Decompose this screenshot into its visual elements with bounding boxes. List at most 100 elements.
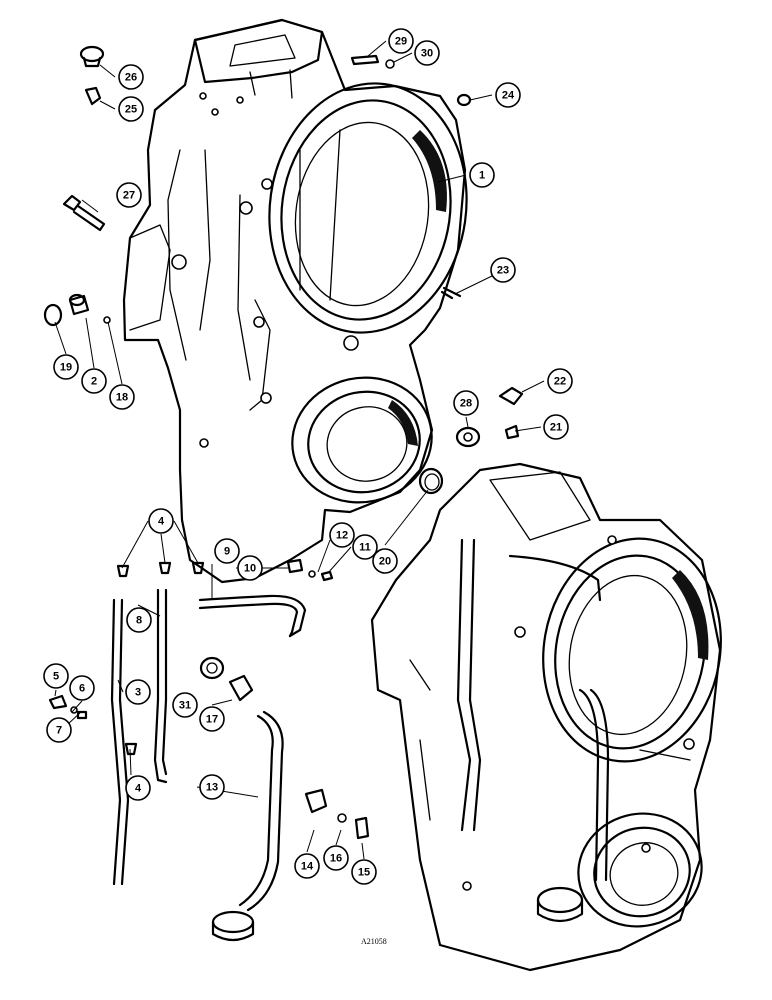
leader-line	[469, 94, 493, 101]
leader-line	[81, 199, 99, 213]
callout-27: 27	[116, 182, 142, 208]
leader-line	[361, 842, 365, 860]
leader-line	[514, 426, 542, 432]
svg-text:9: 9	[224, 546, 230, 558]
main-housing	[122, 18, 468, 584]
svg-text:17: 17	[206, 714, 218, 726]
svg-text:28: 28	[460, 398, 472, 410]
svg-text:23: 23	[497, 265, 509, 277]
callout-12: 12	[329, 522, 355, 548]
callout-30: 30	[414, 40, 440, 66]
svg-text:14: 14	[301, 861, 314, 873]
callout-14: 14	[294, 853, 320, 879]
callout-6: 6	[69, 675, 95, 701]
leader-line	[306, 829, 315, 853]
callout-10: 10	[237, 555, 263, 581]
svg-text:24: 24	[502, 90, 515, 102]
leader-line	[121, 520, 149, 569]
leader-line	[384, 489, 429, 546]
leader-line	[71, 700, 83, 713]
callout-1: 1	[469, 162, 495, 188]
svg-text:26: 26	[125, 72, 137, 84]
callout-29: 29	[388, 28, 414, 54]
loose-parts	[43, 45, 524, 942]
leader-line	[454, 274, 495, 295]
callout-3: 3	[125, 679, 151, 705]
callout-20: 20	[372, 548, 398, 574]
svg-text:30: 30	[421, 48, 433, 60]
leader-lines	[54, 40, 545, 860]
assembled-housing	[370, 462, 722, 972]
callout-31: 31	[172, 692, 198, 718]
svg-text:4: 4	[135, 783, 142, 795]
callout-11: 11	[352, 534, 378, 560]
svg-text:5: 5	[53, 671, 59, 683]
leader-line	[211, 699, 233, 706]
leader-line	[137, 604, 161, 617]
svg-text:31: 31	[179, 700, 191, 712]
leader-line	[129, 748, 132, 776]
svg-text:4: 4	[158, 516, 165, 528]
svg-text:1: 1	[479, 170, 485, 182]
svg-text:11: 11	[359, 542, 371, 554]
leader-line	[107, 321, 123, 385]
leader-line	[99, 100, 116, 110]
svg-text:8: 8	[136, 615, 142, 627]
svg-text:3: 3	[135, 687, 141, 699]
callout-24: 24	[495, 82, 521, 108]
callout-26: 26	[118, 64, 144, 90]
svg-text:6: 6	[79, 683, 85, 695]
callout-7: 7	[46, 717, 72, 743]
callout-4: 4	[125, 775, 151, 801]
leader-line	[317, 539, 331, 573]
callout-13: 13	[199, 774, 225, 800]
svg-text:15: 15	[358, 867, 370, 879]
callout-4: 4	[148, 508, 174, 534]
callout-15: 15	[351, 859, 377, 885]
leader-line	[99, 64, 116, 78]
leader-line	[85, 317, 95, 369]
svg-text:21: 21	[550, 422, 562, 434]
leader-line	[393, 52, 413, 63]
callout-22: 22	[547, 368, 573, 394]
svg-text:16: 16	[330, 853, 342, 865]
drawing-code: A21058	[361, 937, 387, 946]
callout-28: 28	[453, 390, 479, 416]
callout-18: 18	[109, 384, 135, 410]
leader-line	[54, 321, 67, 355]
callout-17: 17	[199, 706, 225, 732]
callout-5: 5	[43, 663, 69, 689]
leader-line	[367, 40, 387, 57]
svg-text:27: 27	[123, 190, 135, 202]
svg-text:19: 19	[60, 362, 72, 374]
leader-line	[335, 829, 342, 846]
svg-text:20: 20	[379, 556, 391, 568]
callout-8: 8	[126, 607, 152, 633]
svg-text:13: 13	[206, 782, 218, 794]
leader-line	[173, 520, 199, 564]
svg-text:22: 22	[554, 376, 566, 388]
callout-25: 25	[118, 96, 144, 122]
svg-text:25: 25	[125, 104, 137, 116]
callout-16: 16	[323, 845, 349, 871]
callout-9: 9	[214, 538, 240, 564]
leader-line	[160, 533, 166, 564]
leader-line	[465, 416, 469, 428]
callout-2: 2	[81, 368, 107, 394]
svg-text:18: 18	[116, 392, 128, 404]
leader-line	[54, 689, 57, 697]
svg-text:2: 2	[91, 376, 97, 388]
leader-line	[437, 174, 467, 183]
svg-text:10: 10	[244, 563, 256, 575]
leader-line	[521, 380, 545, 393]
callout-21: 21	[543, 414, 569, 440]
svg-text:29: 29	[395, 36, 407, 48]
leader-line	[117, 679, 124, 693]
svg-text:7: 7	[56, 725, 62, 737]
svg-text:12: 12	[336, 530, 348, 542]
leader-line	[327, 546, 352, 574]
callout-23: 23	[490, 257, 516, 283]
callout-19: 19	[53, 354, 79, 380]
